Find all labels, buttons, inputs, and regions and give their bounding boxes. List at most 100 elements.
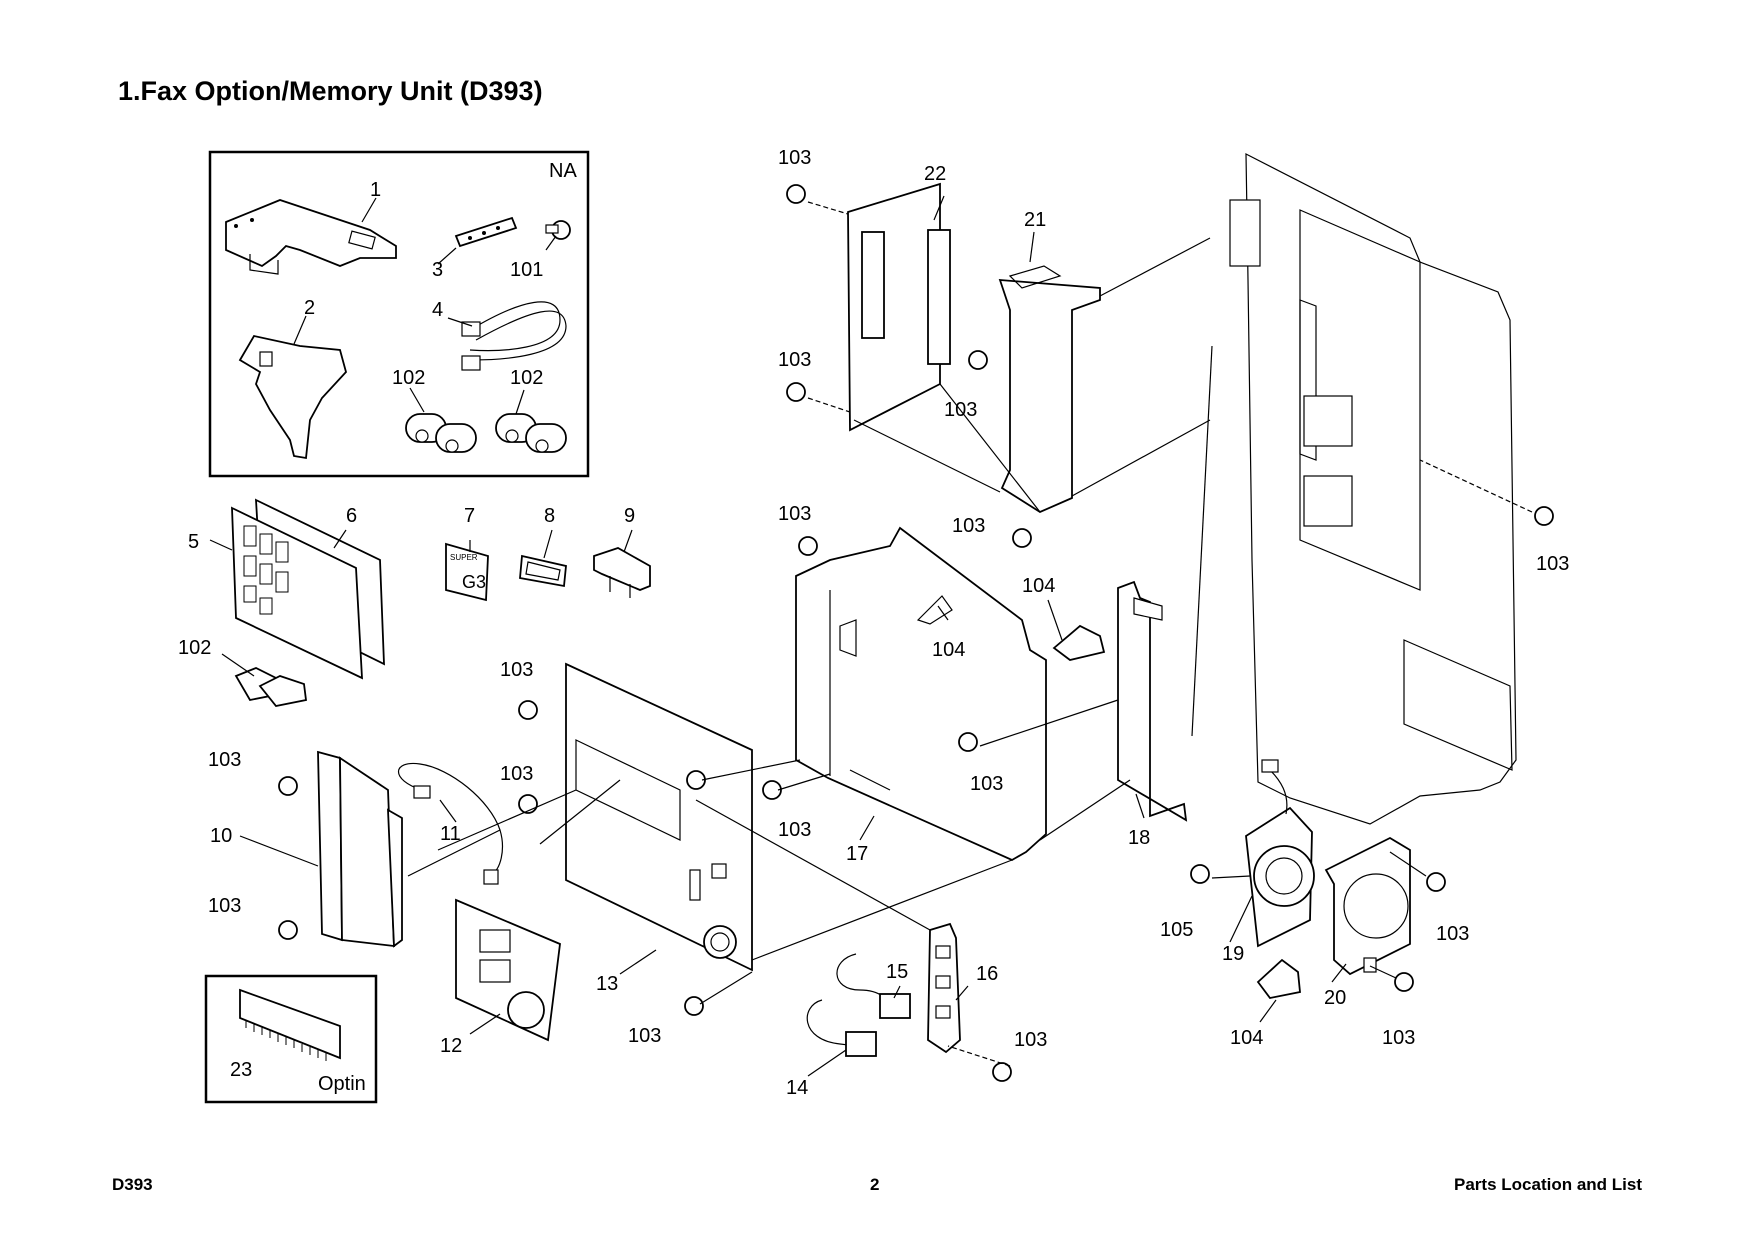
callout-10: 10 [210, 825, 232, 847]
callout-20: 20 [1324, 987, 1346, 1009]
callout-23: 23 [230, 1059, 252, 1081]
screw-103 [684, 996, 704, 1016]
page-title: 1.Fax Option/Memory Unit (D393) [118, 76, 543, 106]
callout-14: 14 [786, 1077, 808, 1099]
screw-103 [958, 732, 978, 752]
part-3-plate [454, 216, 518, 248]
screws [278, 184, 1554, 1082]
part-14-cable [806, 999, 877, 1057]
footer-page-number: 2 [870, 1175, 880, 1194]
screw-103 [762, 780, 782, 800]
part-5-6-boards [231, 498, 385, 707]
part-16-bracket [927, 922, 961, 1054]
part-19-speaker [1245, 759, 1315, 948]
part-101-screw [545, 220, 571, 240]
footer-section: Parts Location and List [1454, 1175, 1642, 1194]
callout-7: 7 [464, 505, 475, 527]
footer-model: D393 [112, 1175, 153, 1194]
callout-17: 17 [846, 843, 868, 865]
callout-103: 103 [778, 147, 811, 169]
part-102-ferrite-cores-b [495, 413, 567, 453]
part-13-board [565, 662, 753, 972]
callout-103: 103 [628, 1025, 661, 1047]
na-accessory-box: NA [208, 150, 590, 478]
screw-103 [786, 382, 806, 402]
callout-103: 103 [970, 773, 1003, 795]
part-15-cable [836, 953, 911, 1019]
part-2-bracket [238, 334, 347, 460]
callout-21: 21 [1024, 209, 1046, 231]
callout-2: 2 [304, 297, 315, 319]
callout-12: 12 [440, 1035, 462, 1057]
callout-103: 103 [208, 749, 241, 771]
callout-6: 6 [346, 505, 357, 527]
part-12-board [455, 898, 561, 1042]
callout-103: 103 [500, 763, 533, 785]
optin-box-label: Optin [318, 1073, 366, 1095]
callout-104: 104 [1022, 575, 1055, 597]
callout-18: 18 [1128, 827, 1150, 849]
part-21-bracket [998, 265, 1101, 514]
callout-103: 103 [778, 503, 811, 525]
callout-19: 19 [1222, 943, 1244, 965]
callout-103: 103 [500, 659, 533, 681]
callout-102: 102 [178, 637, 211, 659]
callout-103: 103 [1014, 1029, 1047, 1051]
screw-103 [968, 350, 988, 370]
screw-103 [798, 536, 818, 556]
callout-103: 103 [1536, 553, 1569, 575]
part-4-cable [461, 301, 567, 371]
part-10-board [317, 750, 403, 948]
screw-103 [786, 184, 806, 204]
callout-9: 9 [624, 505, 635, 527]
callout-104: 104 [1230, 1027, 1263, 1049]
screw-103 [278, 776, 298, 796]
part-1-bracket [225, 199, 397, 275]
svg-text:G3: G3 [462, 572, 486, 592]
svg-text:SUPER: SUPER [450, 553, 478, 562]
callout-104: 104 [932, 639, 965, 661]
screw-103 [518, 700, 538, 720]
part-8-label [519, 554, 567, 588]
part-104-clip-c [1256, 958, 1301, 999]
main-frame [1229, 153, 1517, 825]
callout-105: 105 [1160, 919, 1193, 941]
screw-103 [1012, 528, 1032, 548]
callout-103: 103 [1382, 1027, 1415, 1049]
leader-lines [209, 195, 1533, 1077]
callout-3: 3 [432, 259, 443, 281]
callout-103: 103 [778, 349, 811, 371]
callout-102: 102 [392, 367, 425, 389]
callout-101: 101 [510, 259, 543, 281]
callout-16: 16 [976, 963, 998, 985]
part-17-chassis [795, 526, 1047, 862]
callout-103: 103 [944, 399, 977, 421]
callout-1: 1 [370, 179, 381, 201]
screw-103 [1426, 872, 1446, 892]
callout-4: 4 [432, 299, 443, 321]
part-18-bracket [1117, 580, 1188, 822]
callout-8: 8 [544, 505, 555, 527]
callout-labels: 1 2 3 4 5 6 7 8 9 10 11 12 13 14 15 16 1… [178, 147, 1569, 1099]
screw-103 [1534, 506, 1554, 526]
part-7-super-g3-label: SUPER G3 [445, 542, 489, 602]
part-11-harness [397, 762, 504, 885]
optin-box: Optin [204, 974, 378, 1104]
callout-103: 103 [952, 515, 985, 537]
part-20-bracket [1324, 836, 1411, 976]
callout-5: 5 [188, 531, 199, 553]
callout-15: 15 [886, 961, 908, 983]
part-102-ferrite-cores-a [405, 413, 477, 453]
callout-102: 102 [510, 367, 543, 389]
part-9-holder [593, 547, 651, 598]
callout-103: 103 [1436, 923, 1469, 945]
callout-103: 103 [208, 895, 241, 917]
part-22-board [847, 182, 951, 432]
callout-13: 13 [596, 973, 618, 995]
callout-11: 11 [440, 823, 461, 845]
part-104-clip-a [1052, 624, 1106, 661]
screw-105 [1190, 864, 1210, 884]
screw-103 [278, 920, 298, 940]
na-box-label: NA [549, 160, 577, 182]
